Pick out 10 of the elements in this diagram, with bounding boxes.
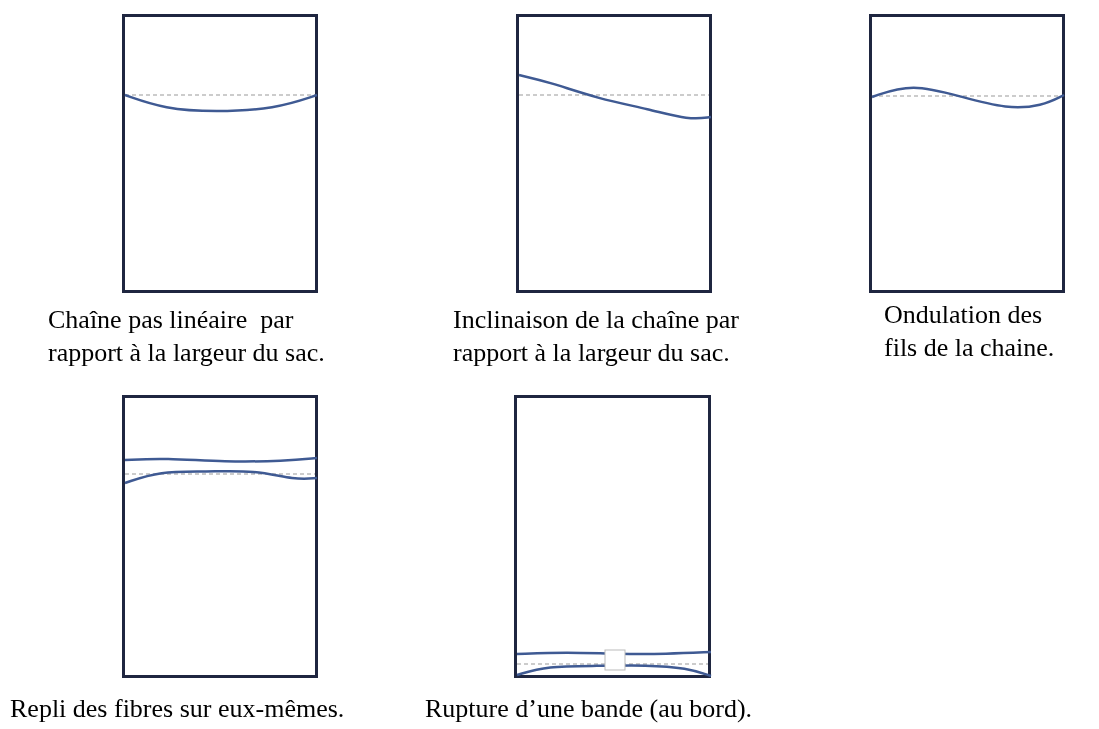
node-label: Repli des fibres sur eux-mêmes. xyxy=(10,693,346,725)
node-label: Inclinaison de la chaîne par rapport à la largeur du sac. xyxy=(453,304,740,369)
bag-outline xyxy=(869,14,1065,293)
node-label: Rupture d’une bande (au bord). xyxy=(425,693,754,725)
bag-outline xyxy=(122,395,318,678)
node-label: Ondulation des fils de la chaine. xyxy=(884,299,1056,364)
bag-outline xyxy=(514,395,711,678)
bag-outline xyxy=(122,14,318,293)
node-label: Chaîne pas linéaire par rapport à la largeur du sac. xyxy=(48,304,326,369)
bag-outline xyxy=(516,14,712,293)
